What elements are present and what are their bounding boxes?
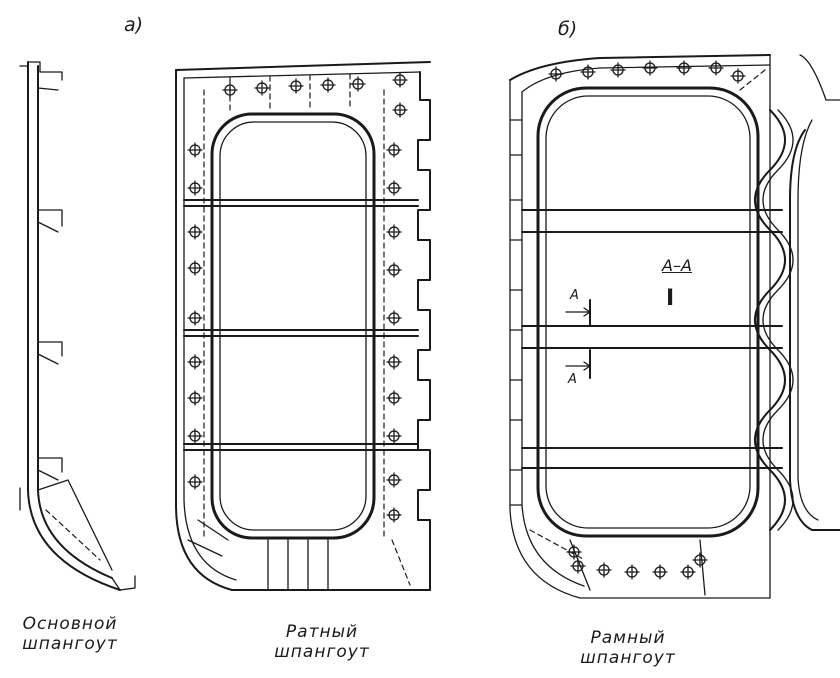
caption-web-frame-b-line2: шпангоут bbox=[580, 648, 676, 668]
rivet-mark bbox=[187, 390, 203, 406]
rivet-mark bbox=[580, 64, 596, 80]
rivet-mark bbox=[570, 558, 586, 574]
rivet-mark bbox=[187, 224, 203, 240]
rivet-mark bbox=[386, 142, 402, 158]
caption-web-frame-a: Ратный шпангоут bbox=[262, 622, 382, 662]
rivet-mark bbox=[187, 142, 203, 158]
caption-web-frame-b: Рамный шпангоут bbox=[568, 628, 688, 668]
rivet-mark bbox=[386, 472, 402, 488]
section-symbol: I bbox=[666, 286, 675, 311]
rivet-mark bbox=[548, 66, 564, 82]
part-a-label: а) bbox=[124, 14, 144, 36]
rivet-mark bbox=[187, 428, 203, 444]
rivet-mark bbox=[386, 224, 402, 240]
rivet-mark bbox=[610, 62, 626, 78]
rivet-mark bbox=[680, 564, 696, 580]
web-frame-a bbox=[175, 61, 431, 591]
rivet-mark bbox=[222, 82, 238, 98]
rivet-mark bbox=[288, 78, 304, 94]
rivet-mark bbox=[187, 310, 203, 326]
rivet-mark bbox=[676, 60, 692, 76]
rivet-mark bbox=[187, 354, 203, 370]
rivet-mark bbox=[386, 428, 402, 444]
rivet-mark bbox=[392, 102, 408, 118]
rivet-mark bbox=[386, 507, 402, 523]
rivet-mark bbox=[692, 552, 708, 568]
rivet-mark bbox=[566, 544, 582, 560]
rivet-mark bbox=[652, 564, 668, 580]
rivet-mark bbox=[730, 68, 746, 84]
web-frame-b bbox=[509, 54, 840, 599]
rivet-marks-a bbox=[187, 72, 408, 523]
rivet-mark bbox=[187, 474, 203, 490]
caption-main-frame: Основной шпангоут bbox=[10, 614, 130, 654]
cut-mark-bottom-label: А bbox=[568, 372, 577, 387]
rivet-mark bbox=[386, 310, 402, 326]
part-b-label: б) bbox=[558, 18, 578, 40]
rivet-mark bbox=[386, 180, 402, 196]
cut-mark-top-label: А bbox=[570, 288, 579, 303]
rivet-mark bbox=[708, 60, 724, 76]
rivet-mark bbox=[187, 260, 203, 276]
caption-web-frame-a-line2: шпангоут bbox=[274, 642, 370, 662]
rivet-mark bbox=[624, 564, 640, 580]
rivet-mark bbox=[386, 354, 402, 370]
caption-web-frame-a-line1: Ратный bbox=[285, 622, 359, 642]
rivet-mark bbox=[596, 562, 612, 578]
rivet-mark bbox=[392, 72, 408, 88]
caption-main-frame-line2: шпангоут bbox=[22, 634, 118, 654]
rivet-mark bbox=[386, 390, 402, 406]
rivet-mark bbox=[254, 80, 270, 96]
caption-main-frame-line1: Основной bbox=[22, 614, 118, 634]
caption-web-frame-b-line1: Рамный bbox=[590, 628, 666, 648]
rivet-mark bbox=[350, 76, 366, 92]
rivet-mark bbox=[386, 262, 402, 278]
section-label: А–А bbox=[662, 256, 692, 275]
rivet-mark bbox=[187, 180, 203, 196]
main-frame-profile bbox=[19, 61, 136, 591]
rivet-mark bbox=[642, 60, 658, 76]
rivet-marks-b bbox=[548, 60, 746, 580]
rivet-mark bbox=[320, 77, 336, 93]
